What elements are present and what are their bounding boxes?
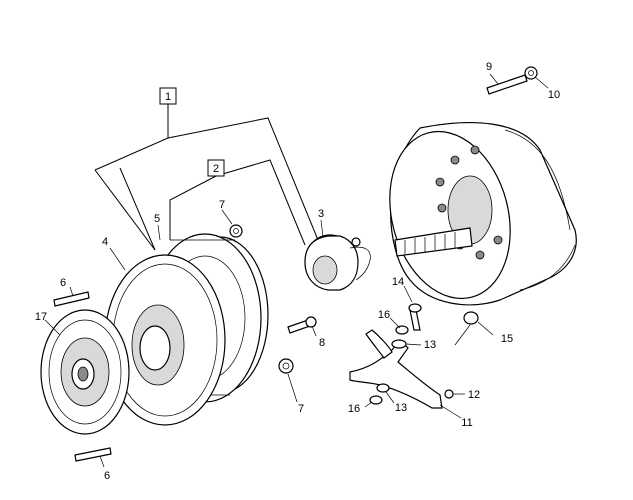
- callout-7-lower: 7: [298, 403, 304, 415]
- callout-17: 17: [35, 311, 47, 323]
- callout-9: 9: [486, 61, 492, 73]
- callout-11: 11: [461, 417, 472, 429]
- callout-16-lower: 16: [348, 403, 360, 415]
- callout-6-upper: 6: [60, 277, 66, 289]
- kit-bracket-lines: [94, 104, 319, 251]
- callout-box-1: [159, 87, 177, 105]
- callout-1: 1: [165, 91, 171, 103]
- washer-13-upper: [391, 339, 407, 349]
- nut-7-upper: [229, 224, 243, 238]
- callout-16-upper: 16: [378, 309, 390, 321]
- stud-6-upper: [53, 291, 90, 307]
- stud-6-lower: [74, 447, 112, 462]
- callout-6-lower: 6: [104, 470, 110, 482]
- washer-16-lower: [369, 395, 383, 405]
- release-fork-11: [349, 329, 443, 409]
- washer-13-lower: [376, 383, 390, 393]
- nut-15: [463, 311, 479, 325]
- bolt-8: [287, 316, 317, 334]
- callout-10: 10: [548, 89, 560, 101]
- callout-13-upper: 13: [424, 339, 436, 351]
- washer-16-upper: [395, 325, 409, 335]
- flywheel-4: [104, 254, 226, 426]
- callout-8: 8: [319, 337, 325, 349]
- callout-4: 4: [102, 236, 108, 248]
- callout-13-lower: 13: [395, 402, 407, 414]
- callout-15: 15: [501, 333, 513, 345]
- nut-12: [444, 389, 454, 399]
- callout-2: 2: [213, 163, 219, 175]
- nut-10: [524, 66, 538, 80]
- clutch-disc-17: [40, 309, 130, 435]
- leader-lines: [44, 73, 549, 468]
- callout-box-2: [207, 159, 225, 177]
- nut-7-lower: [278, 358, 294, 374]
- input-shaft: [394, 227, 473, 257]
- callout-5: 5: [154, 213, 160, 225]
- bolt-14: [408, 303, 422, 331]
- callout-7-upper: 7: [219, 199, 225, 211]
- housing-bolts: [435, 145, 503, 260]
- stud-9: [486, 74, 528, 95]
- release-bearing-3: [304, 234, 371, 291]
- callout-3: 3: [318, 208, 324, 220]
- clutch-housing: [389, 121, 577, 306]
- callout-14: 14: [392, 276, 404, 288]
- callout-12: 12: [468, 389, 480, 401]
